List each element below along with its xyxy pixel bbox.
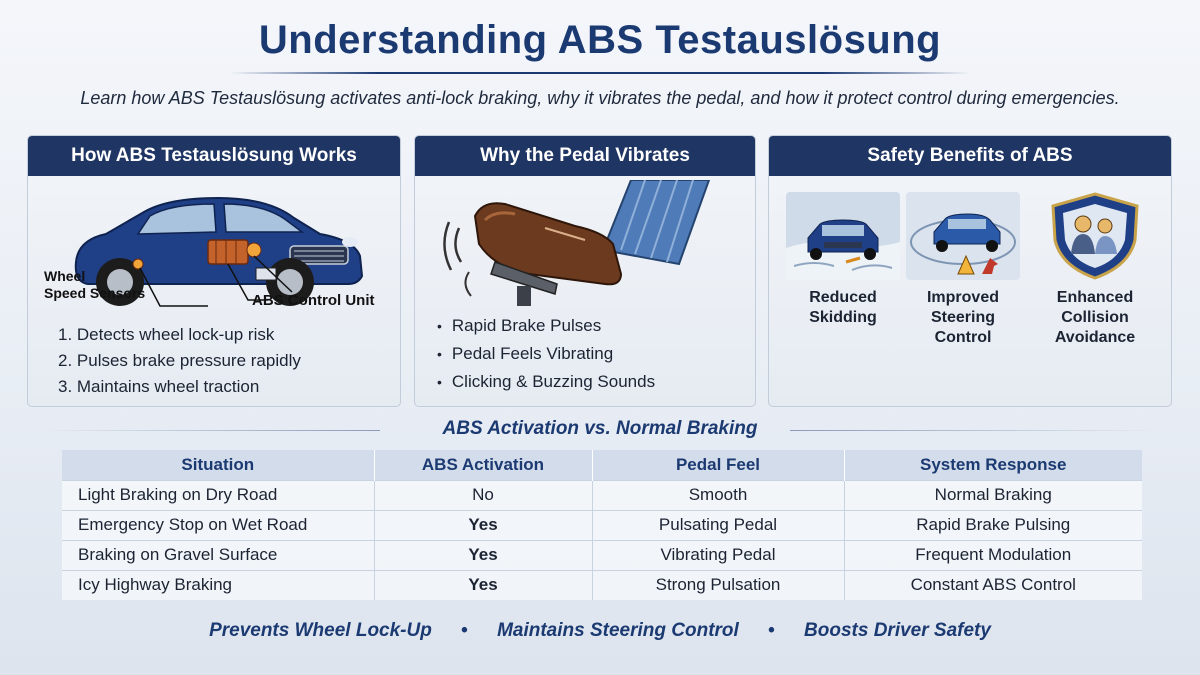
benefit-label: Improved [926, 289, 999, 306]
table-row: Emergency Stop on Wet Road Yes Pulsating… [62, 509, 1142, 540]
table-cell: Braking on Gravel Surface [62, 539, 375, 570]
page-subtitle: Learn how ABS Testauslösung activates an… [80, 88, 1120, 108]
foot-on-brake-pedal-icon [443, 180, 711, 306]
car-abs-diagram-icon [74, 196, 364, 307]
panel-title: Safety Benefits of ABS [769, 136, 1171, 176]
steering-car-icon [906, 192, 1020, 280]
footer-item: Boosts Driver Safety [804, 620, 991, 641]
table-header: ABS Activation [374, 450, 593, 480]
step-item: 1. Detects wheel lock-up risk [58, 325, 275, 344]
benefit-improved-steering: Improved Steering Control [903, 192, 1023, 348]
benefit-label: Control [934, 329, 992, 346]
table-cell: Emergency Stop on Wet Road [62, 509, 375, 540]
table-row: Icy Highway Braking Yes Strong Pulsation… [62, 569, 1142, 600]
table-cell: Rapid Brake Pulsing [844, 509, 1142, 540]
benefit-label: Steering [930, 309, 995, 326]
panel-title: How ABS Testauslösung Works [28, 136, 400, 176]
panel-how-it-works: How ABS Testauslösung Works Wheel Speed … [27, 135, 401, 407]
table-cell: Frequent Modulation [844, 539, 1142, 570]
table-row: Light Braking on Dry Road No Smooth Norm… [62, 479, 1142, 510]
section-rule-left [40, 430, 380, 431]
table-cell: Strong Pulsation [592, 569, 845, 600]
comparison-table: Situation ABS Activation Pedal Feel Syst… [62, 450, 1142, 600]
label-wheel-line1: Wheel [44, 268, 86, 284]
abs-activation-cell: No [374, 479, 593, 510]
bullet-item: Rapid Brake Pulses [437, 312, 655, 340]
table-cell: Smooth [592, 479, 845, 510]
label-wheel-line2: Speed Sensors [44, 285, 146, 301]
bullet-item: Pedal Feels Vibrating [437, 340, 655, 368]
step-item: 2. Pulses brake pressure rapidly [58, 351, 301, 370]
panel-safety-benefits: Safety Benefits of ABS Reduced Skidding [768, 135, 1172, 407]
title-underline [230, 72, 970, 74]
table-header: Pedal Feel [592, 450, 845, 480]
benefit-label: Skidding [809, 309, 877, 326]
footer-item: Maintains Steering Control [497, 620, 739, 641]
benefit-label: Reduced [809, 289, 877, 306]
shield-family-icon [1051, 192, 1139, 280]
footer-separator: • [461, 620, 468, 641]
benefit-reduced-skidding: Reduced Skidding [783, 192, 903, 328]
benefit-label: Enhanced [1056, 289, 1134, 306]
table-header: Situation [62, 450, 375, 480]
bullet-item: Clicking & Buzzing Sounds [437, 368, 655, 396]
table-cell: Constant ABS Control [844, 569, 1142, 600]
steps-list: 1. Detects wheel lock-up risk 2. Pulses … [58, 322, 301, 400]
table-header: System Response [844, 450, 1142, 480]
table-cell: Icy Highway Braking [62, 569, 375, 600]
label-wheel-speed-sensors: Wheel Speed Sensors [44, 268, 145, 302]
abs-activation-cell: Yes [374, 509, 593, 540]
step-item: 3. Maintains wheel traction [58, 377, 260, 396]
bullet-list: Rapid Brake Pulses Pedal Feels Vibrating… [437, 312, 655, 396]
footer-tagline: Prevents Wheel Lock-Up • Maintains Steer… [0, 620, 1200, 642]
footer-separator: • [768, 620, 775, 641]
table-cell: Normal Braking [844, 479, 1142, 510]
page-title: Understanding ABS Testauslösung [258, 18, 942, 62]
table-row: Braking on Gravel Surface Yes Vibrating … [62, 539, 1142, 570]
panel-title: Why the Pedal Vibrates [415, 136, 755, 176]
benefit-collision-avoidance: Enhanced Collision Avoidance [1035, 192, 1155, 348]
footer-item: Prevents Wheel Lock-Up [209, 620, 432, 641]
skidding-car-icon [786, 192, 900, 280]
table-cell: Pulsating Pedal [592, 509, 845, 540]
comparison-title: ABS Activation vs. Normal Braking [442, 418, 758, 439]
abs-activation-cell: Yes [374, 569, 593, 600]
abs-activation-cell: Yes [374, 539, 593, 570]
panel-pedal-vibrates: Why the Pedal Vibrates Rapid Brake Pulse… [414, 135, 756, 407]
benefit-label: Avoidance [1054, 329, 1136, 346]
section-rule-right [790, 430, 1160, 431]
table-cell: Light Braking on Dry Road [62, 479, 375, 510]
table-cell: Vibrating Pedal [592, 539, 845, 570]
label-abs-control-unit: ABS Control Unit [252, 292, 375, 309]
benefit-label: Collision [1061, 309, 1129, 326]
table-header-row: Situation ABS Activation Pedal Feel Syst… [62, 450, 1142, 480]
